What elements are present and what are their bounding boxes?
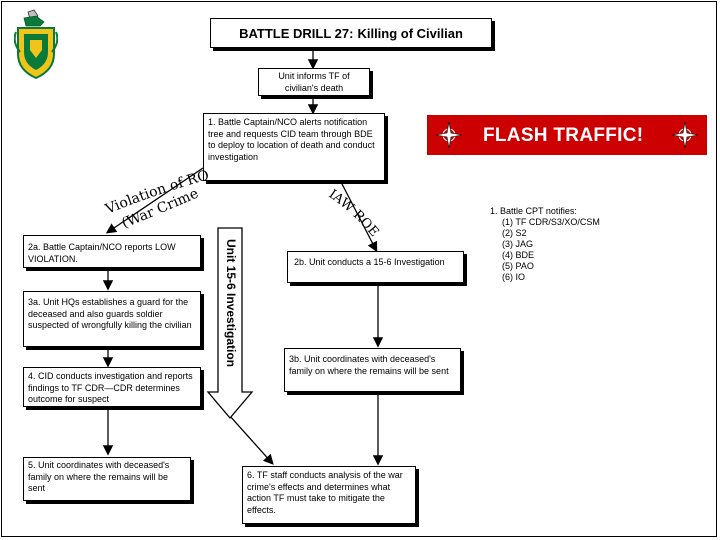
arrow-step1-step2a xyxy=(105,167,204,234)
node-step5: 5. Unit coordinates with deceased's fami… xyxy=(23,457,191,501)
branch-label-violation: Violation of ROE xyxy=(0,0,211,218)
notification-item: (6) IO xyxy=(502,272,526,282)
node-step1: 1. Battle Captain/NCO alerts notificatio… xyxy=(203,113,385,181)
investigation-down-arrow xyxy=(206,227,254,420)
compass-rose-icon xyxy=(435,121,463,149)
node-step4: 4. CID conducts investigation and report… xyxy=(23,367,201,407)
node-step3b: 3b. Unit coordinates with deceased's fam… xyxy=(284,348,461,392)
investigation-arrow-label: Unit 15-6 Investigation xyxy=(216,228,246,378)
node-step3a: 3a. Unit HQs establishes a guard for the… xyxy=(23,291,201,347)
notification-item: (4) BDE xyxy=(502,250,535,260)
title-prefix: BATTLE DRILL 27: xyxy=(239,25,354,41)
node-step2b: 2b. Unit conducts a 15-6 Investigation xyxy=(287,251,464,283)
notification-list: 1. Battle CPT notifies: (1) TF CDR/S3/XO… xyxy=(490,206,600,283)
arrow-step1-step2b xyxy=(339,179,378,253)
notification-item: (3) JAG xyxy=(502,239,534,249)
notification-header: 1. Battle CPT notifies: xyxy=(490,206,577,216)
page-title: BATTLE DRILL 27: Killing of Civilian xyxy=(210,18,492,48)
notification-item: (2) S2 xyxy=(502,228,527,238)
compass-rose-icon xyxy=(671,121,699,149)
node-unit-informs: Unit informs TF of civilian's death xyxy=(258,68,370,96)
node-step2a: 2a. Battle Captain/NCO reports LOW VIOLA… xyxy=(23,235,201,268)
notification-item: (1) TF CDR/S3/XO/CSM xyxy=(502,217,600,227)
branch-label-war-crime: (War Crime) xyxy=(0,0,201,232)
regimental-crest-icon xyxy=(14,9,58,80)
node-step6: 6. TF staff conducts analysis of the war… xyxy=(242,466,416,524)
investigation-arrow-text: Unit 15-6 Investigation xyxy=(224,238,238,368)
title-subtitle: Killing of Civilian xyxy=(357,25,463,41)
flash-traffic-banner: FLASH TRAFFIC! xyxy=(427,115,707,155)
notification-item: (5) PAO xyxy=(502,261,534,271)
flash-traffic-label: FLASH TRAFFIC! xyxy=(483,125,644,146)
branch-label-iaw-roe: IAW ROE xyxy=(326,187,382,240)
